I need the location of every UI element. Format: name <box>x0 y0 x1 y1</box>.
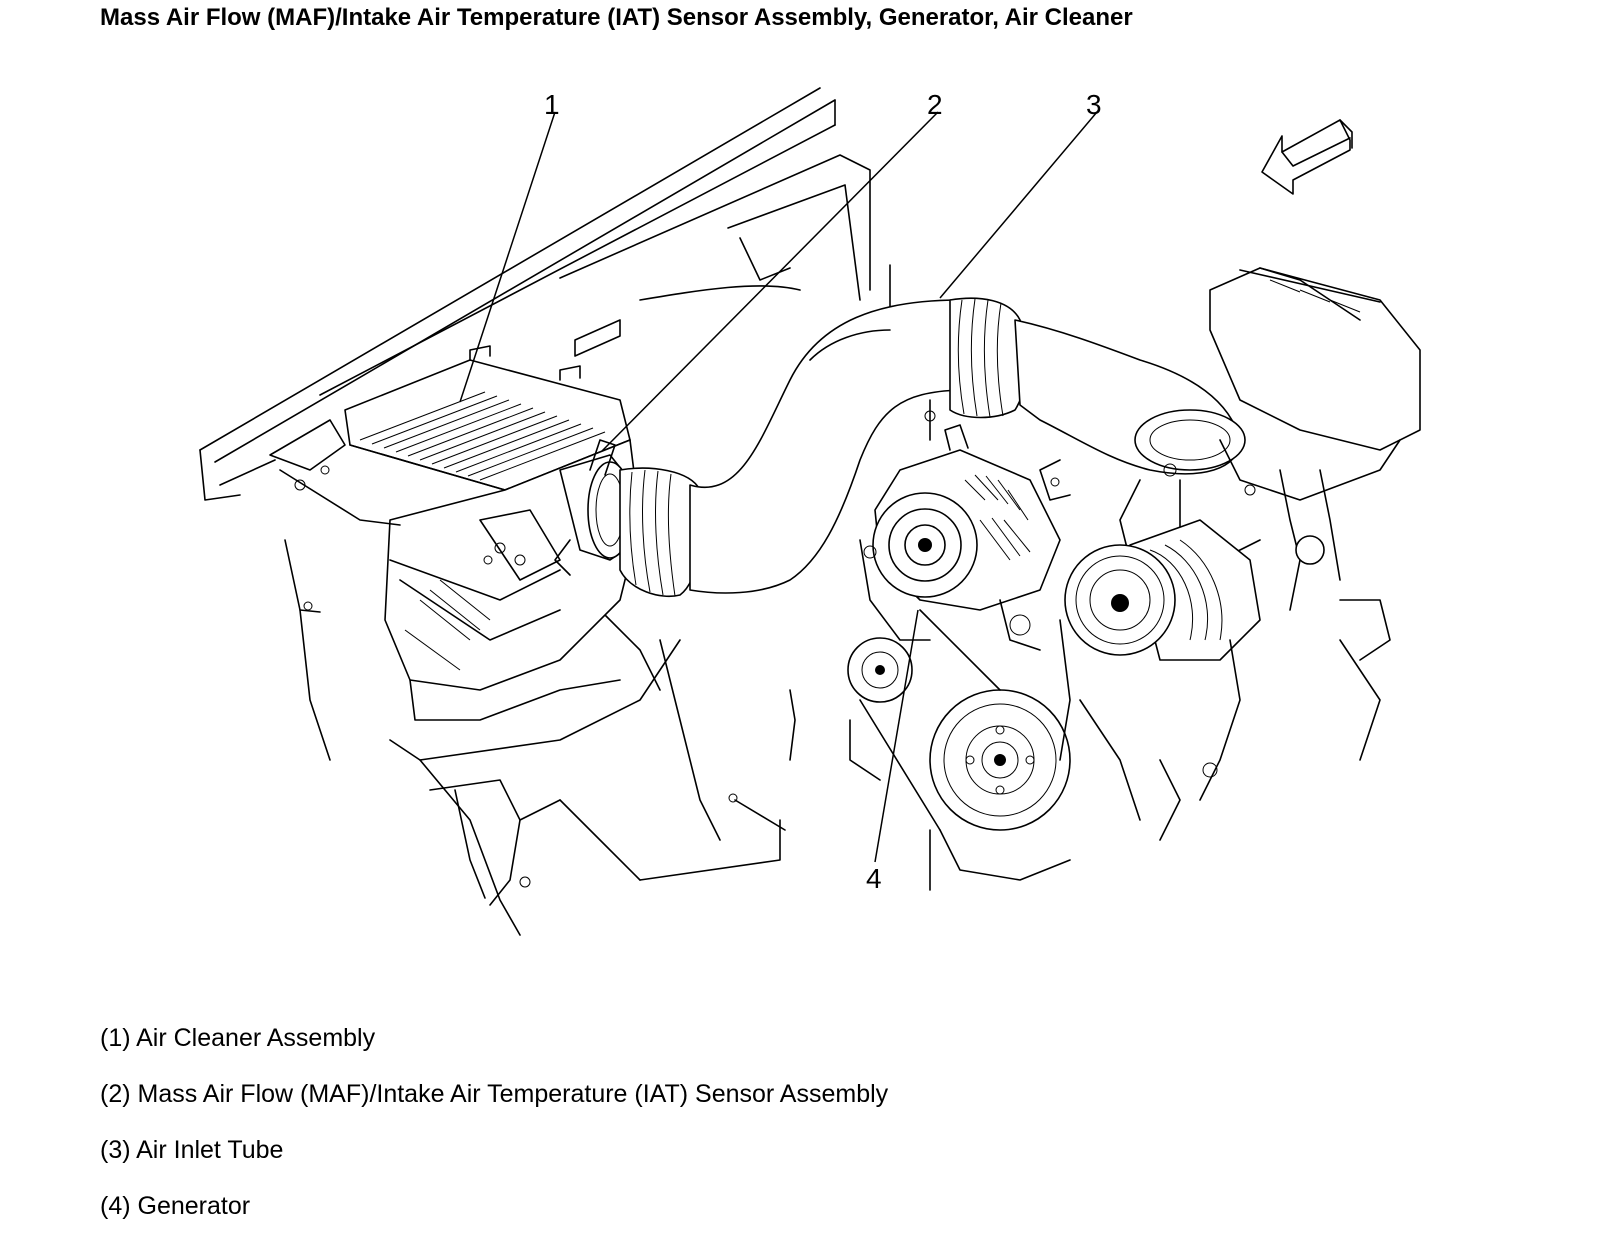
generator-vents <box>964 474 1031 561</box>
engine-compartment-illustration: 1 2 3 4 <box>199 87 1421 936</box>
air-cleaner-ribs <box>359 391 606 481</box>
leader-lines <box>459 111 1098 863</box>
legend-item-air-inlet-tube: (3) Air Inlet Tube <box>100 1136 284 1164</box>
fender-hood-outline <box>199 87 891 501</box>
legend-list: (1) Air Cleaner Assembly (2) Mass Air Fl… <box>100 1018 888 1242</box>
generator <box>859 399 1061 651</box>
diagram-title: Mass Air Flow (MAF)/Intake Air Temperatu… <box>100 4 1133 31</box>
callout-2: 2 <box>927 89 943 120</box>
legend-item-air-cleaner: (1) Air Cleaner Assembly <box>100 1024 376 1052</box>
front-direction-arrow-icon <box>1261 119 1353 195</box>
legend-item-generator: (4) Generator <box>100 1192 251 1220</box>
callout-1: 1 <box>544 89 560 120</box>
engine-intake-cover <box>1039 267 1421 661</box>
accessory-pulleys <box>847 519 1381 891</box>
inner-fender <box>284 539 796 936</box>
legend-item-maf-iat-sensor: (2) Mass Air Flow (MAF)/Intake Air Tempe… <box>100 1080 889 1108</box>
callout-3: 3 <box>1086 89 1102 120</box>
callout-4: 4 <box>866 863 882 894</box>
air-inlet-tube <box>619 297 1246 597</box>
